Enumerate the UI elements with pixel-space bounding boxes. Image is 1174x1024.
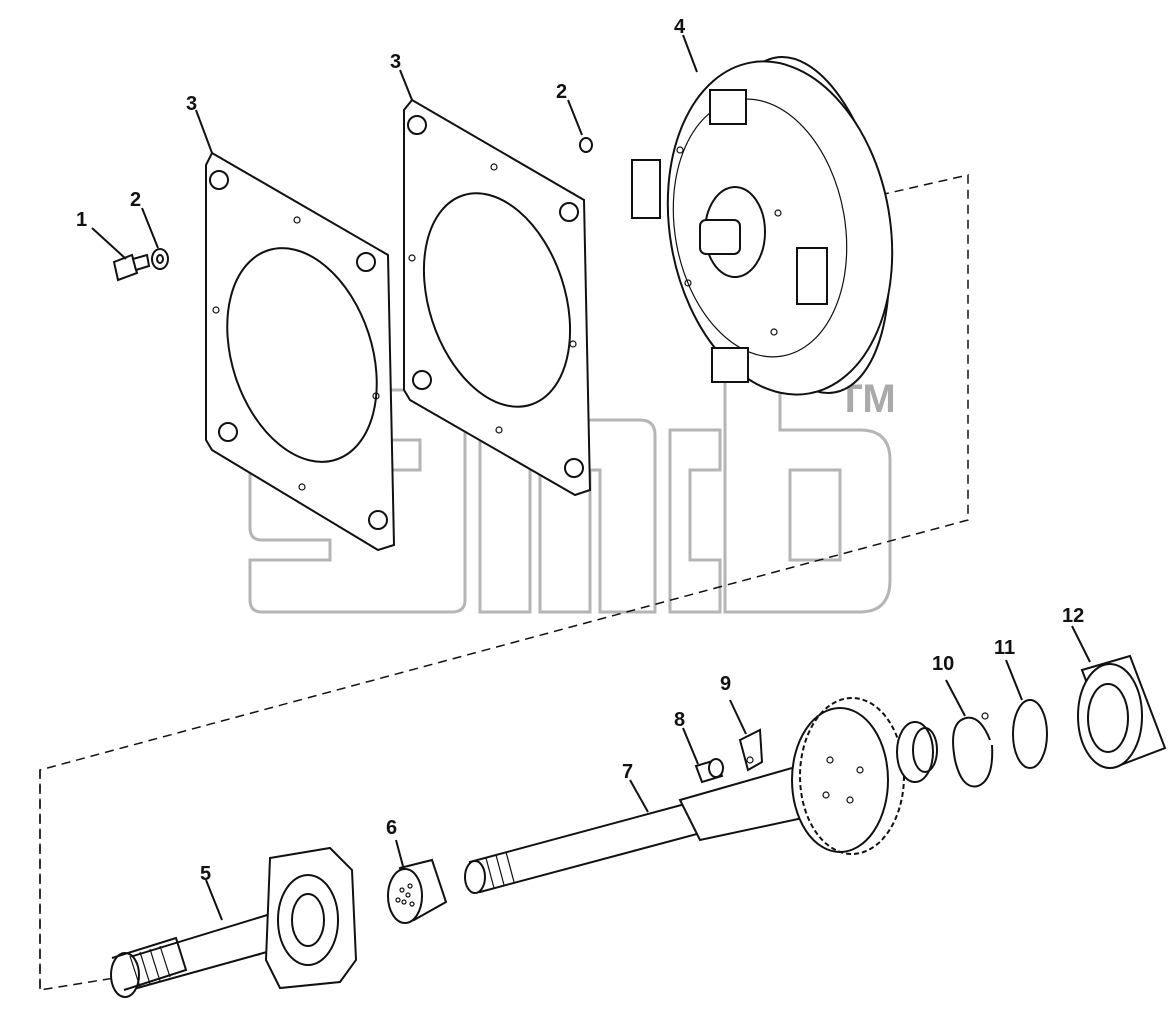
needle-bearing xyxy=(387,839,448,924)
torque-converter xyxy=(631,34,894,396)
ball-bearing xyxy=(1071,625,1167,769)
retaining-ring xyxy=(1005,659,1048,769)
shaft-flange-part xyxy=(110,846,358,998)
washer-part xyxy=(141,207,169,270)
bolt-part xyxy=(91,227,151,282)
callout-7: 7 xyxy=(622,761,633,783)
alignment-dashed-outline xyxy=(39,174,969,991)
small-screw xyxy=(682,727,724,784)
callout-12: 12 xyxy=(1062,605,1084,627)
gasket-plate-left xyxy=(195,109,396,552)
input-shaft-gear xyxy=(464,697,938,894)
callout-6: 6 xyxy=(386,817,397,839)
callout-3: 3 xyxy=(186,93,197,115)
callout-5: 5 xyxy=(200,863,211,885)
callout-10: 10 xyxy=(932,653,954,675)
callout-3: 3 xyxy=(390,51,401,73)
small-washer-upper xyxy=(567,99,593,153)
callout-4: 4 xyxy=(674,16,686,38)
callout-1: 1 xyxy=(76,209,87,231)
callout-2: 2 xyxy=(130,189,141,211)
gasket-plate-right xyxy=(399,69,592,497)
callout-11: 11 xyxy=(994,637,1015,659)
snap-ring xyxy=(945,679,994,788)
callout-9: 9 xyxy=(720,673,731,695)
callout-labels: 1 2 3 3 2 4 5 6 7 8 9 10 11 12 xyxy=(76,16,1084,885)
callout-2: 2 xyxy=(556,81,567,103)
callout-8: 8 xyxy=(674,709,685,731)
tab-plate xyxy=(729,699,764,772)
